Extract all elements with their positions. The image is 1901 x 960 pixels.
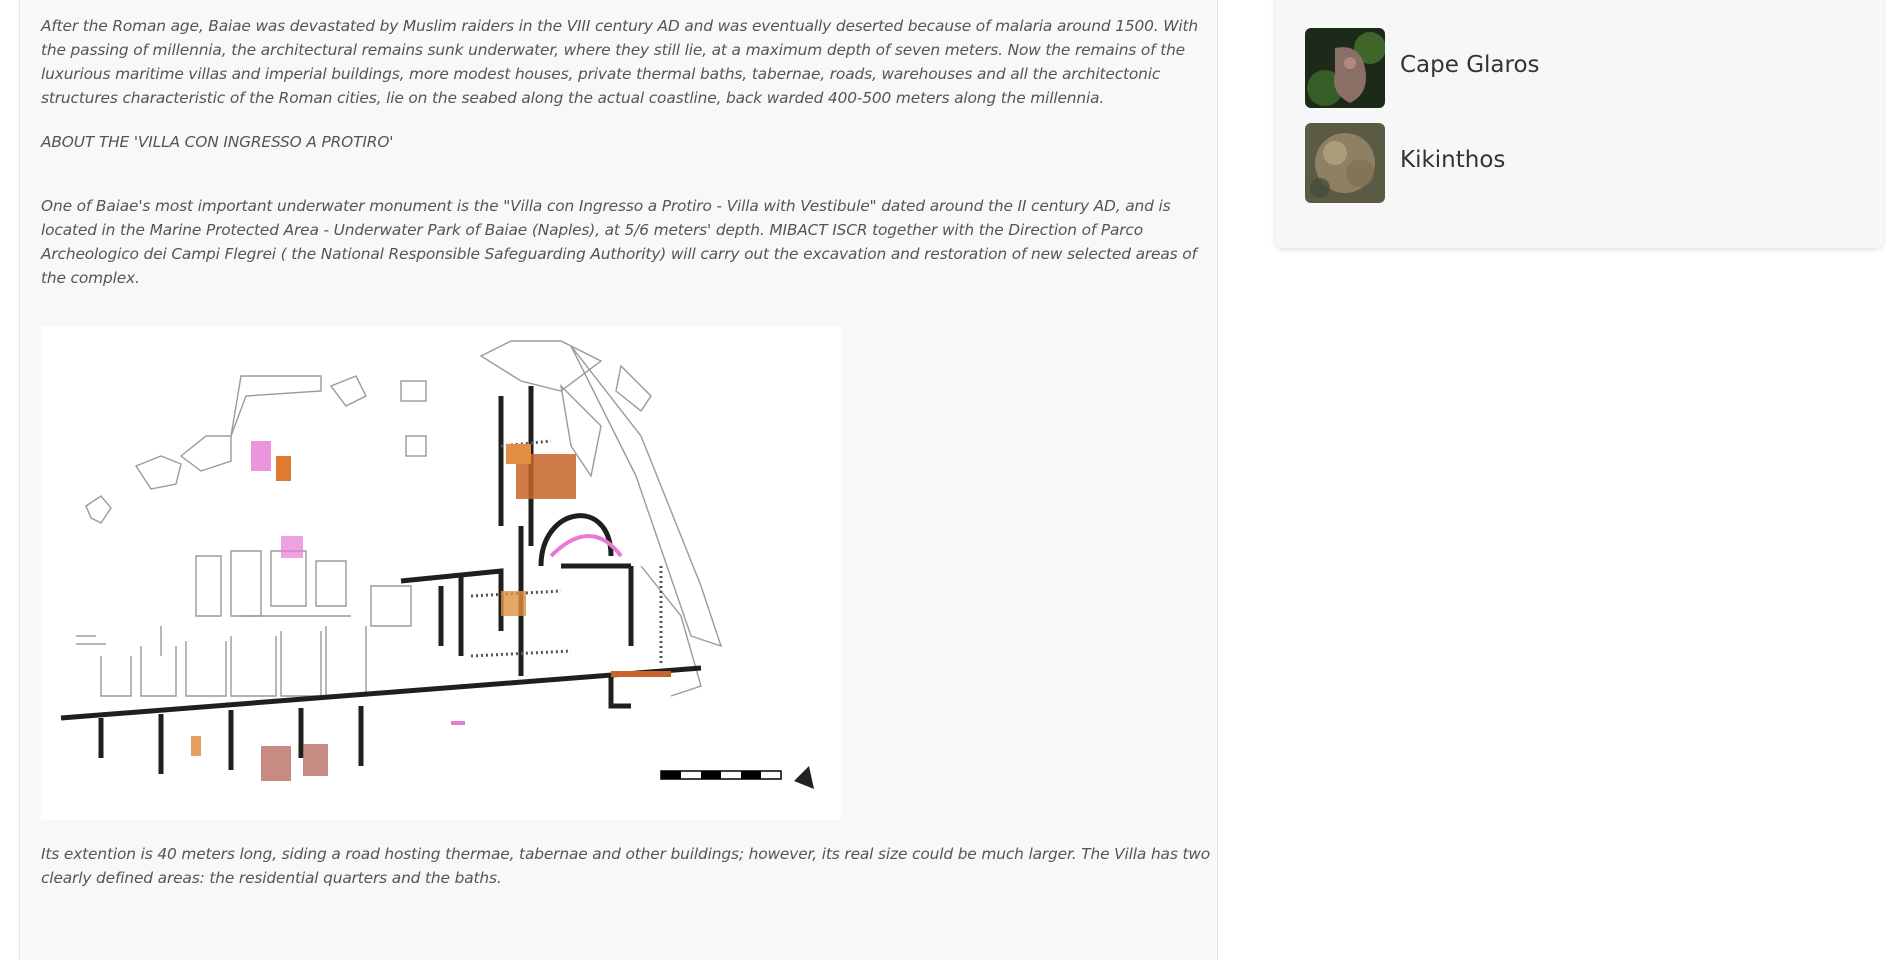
site-thumbnail[interactable] bbox=[1305, 28, 1385, 108]
article-paragraph: Its extention is 40 meters long, siding … bbox=[41, 845, 1211, 887]
site-link-kikinthos[interactable]: Kikinthos bbox=[1400, 147, 1506, 173]
villa-floor-plan-image bbox=[41, 326, 841, 820]
article-content: After the Roman age, Baiae was devastate… bbox=[19, 0, 1218, 960]
dive-sites-sidebar: Cape Glaros Kikinthos bbox=[1275, 0, 1883, 248]
site-link-cape-glaros[interactable]: Cape Glaros bbox=[1400, 52, 1540, 78]
section-heading: ABOUT THE 'VILLA CON INGRESSO A PROTIRO' bbox=[41, 133, 394, 151]
site-thumbnail[interactable] bbox=[1305, 123, 1385, 203]
article-paragraph: After the Roman age, Baiae was devastate… bbox=[41, 17, 1198, 107]
article-paragraph: One of Baiae's most important underwater… bbox=[41, 197, 1197, 287]
